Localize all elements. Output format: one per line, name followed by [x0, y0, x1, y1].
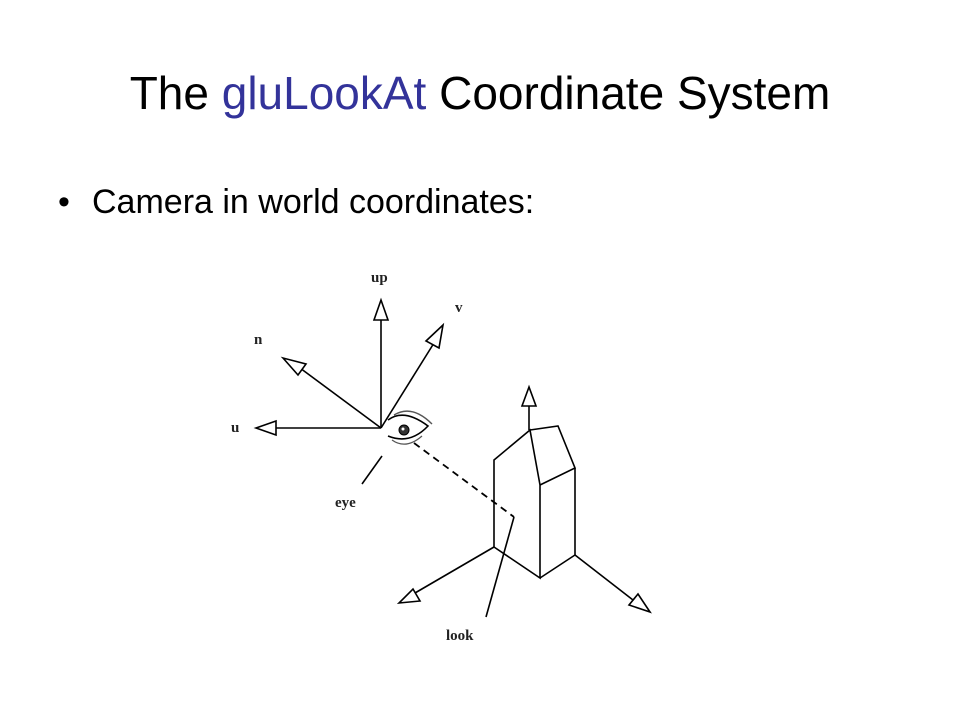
line-of-sight: [413, 442, 515, 518]
title-suffix: Coordinate System: [426, 67, 831, 119]
label-v: v: [455, 300, 463, 316]
label-eye: eye: [335, 495, 356, 511]
camera-axes: [253, 297, 445, 437]
house-front-face: [493, 428, 541, 580]
world-x-axis: [414, 546, 495, 594]
slide-title: The gluLookAt Coordinate System: [0, 58, 960, 128]
v-arrowhead: [424, 322, 445, 350]
n-axis: [299, 367, 382, 429]
eye-pointer-line: [361, 455, 383, 485]
bullet-item: • Camera in world coordinates:: [58, 180, 534, 224]
n-arrowhead: [280, 356, 308, 377]
label-n: n: [254, 332, 263, 348]
house-roof: [529, 425, 577, 486]
house-side-face: [539, 468, 576, 579]
eye-icon: [387, 410, 433, 445]
bullet-text: Camera in world coordinates:: [92, 183, 535, 221]
world-axes: [396, 546, 652, 614]
title-prefix: The: [129, 67, 222, 119]
world-x-arrowhead: [396, 587, 422, 605]
u-arrowhead: [253, 419, 277, 437]
bullet-list: • Camera in world coordinates:: [58, 180, 534, 224]
title-highlight: gluLookAt: [221, 67, 427, 119]
bullet-symbol: •: [58, 183, 70, 221]
world-up-arrowhead: [520, 384, 538, 407]
world-z-arrowhead: [627, 592, 652, 614]
label-u: u: [231, 420, 239, 436]
label-look: look: [446, 628, 474, 644]
look-pointer-line: [485, 516, 515, 618]
up-arrowhead: [372, 297, 390, 321]
world-z-axis: [574, 554, 634, 601]
label-up: up: [371, 270, 388, 286]
house-object: [493, 384, 577, 580]
v-axis: [380, 342, 435, 429]
